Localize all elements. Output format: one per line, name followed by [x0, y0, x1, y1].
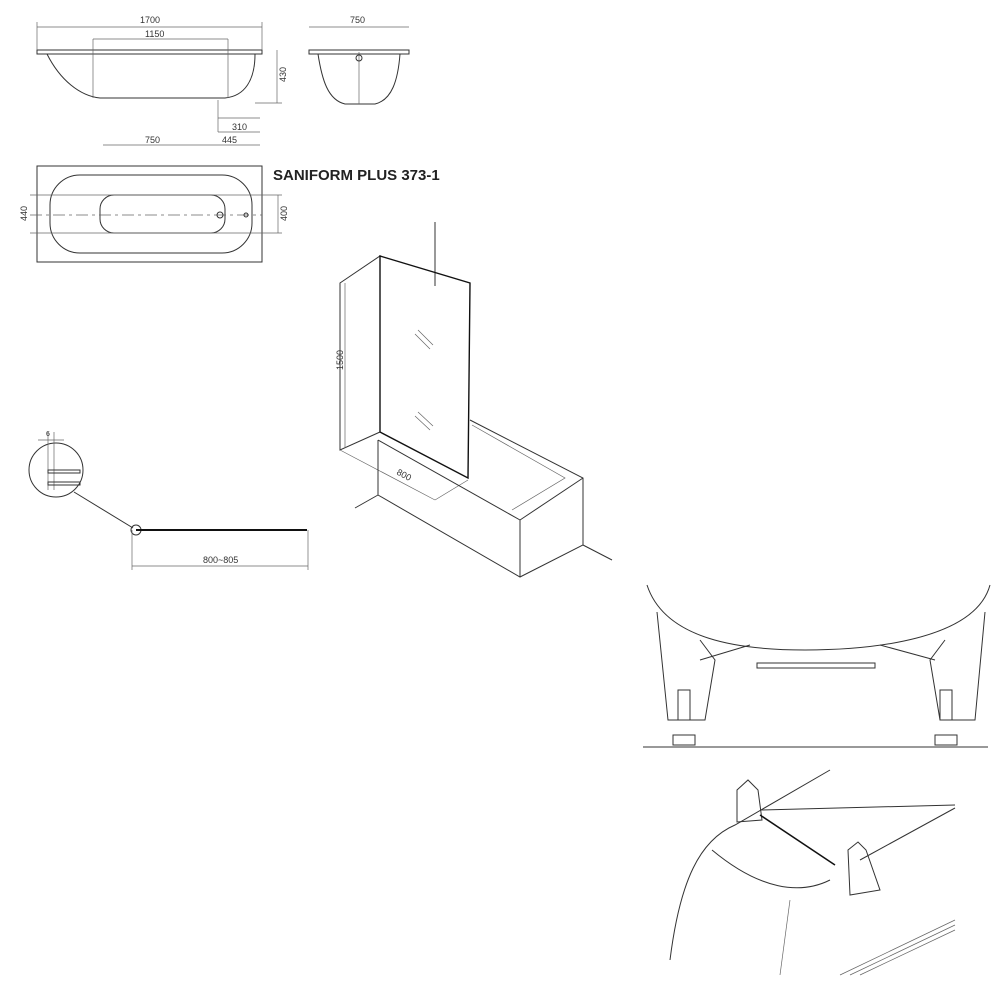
dim-445: 445 — [222, 135, 237, 145]
profile-detail: 6 800~805 — [28, 431, 309, 570]
dim-inner-width: 400 — [279, 206, 289, 221]
dim-length: 1700 — [140, 15, 160, 25]
dim-gap: 6 — [46, 431, 50, 438]
dim-outer-width: 440 — [19, 206, 29, 221]
dim-height: 430 — [278, 67, 288, 82]
dim-screen-height: 1500 — [335, 350, 345, 370]
bath-screen-isometric: 1500 800 — [335, 222, 613, 578]
product-title: SANIFORM PLUS 373-1 — [273, 167, 440, 184]
dim-span: 800~805 — [203, 555, 238, 565]
dim-end-width: 750 — [350, 15, 365, 25]
dim-inner-length: 1150 — [145, 29, 164, 39]
end-view: 750 — [308, 15, 410, 105]
dim-drain-offset: 310 — [232, 122, 247, 132]
plan-view: 400 440 SANIFORM PLUS 373-1 — [19, 165, 440, 263]
side-view: 1700 1150 430 310 750 445 — [36, 15, 288, 146]
dim-750: 750 — [145, 135, 160, 145]
tub-legs-illustration — [643, 584, 991, 748]
tub-legs-isometric — [669, 769, 956, 976]
